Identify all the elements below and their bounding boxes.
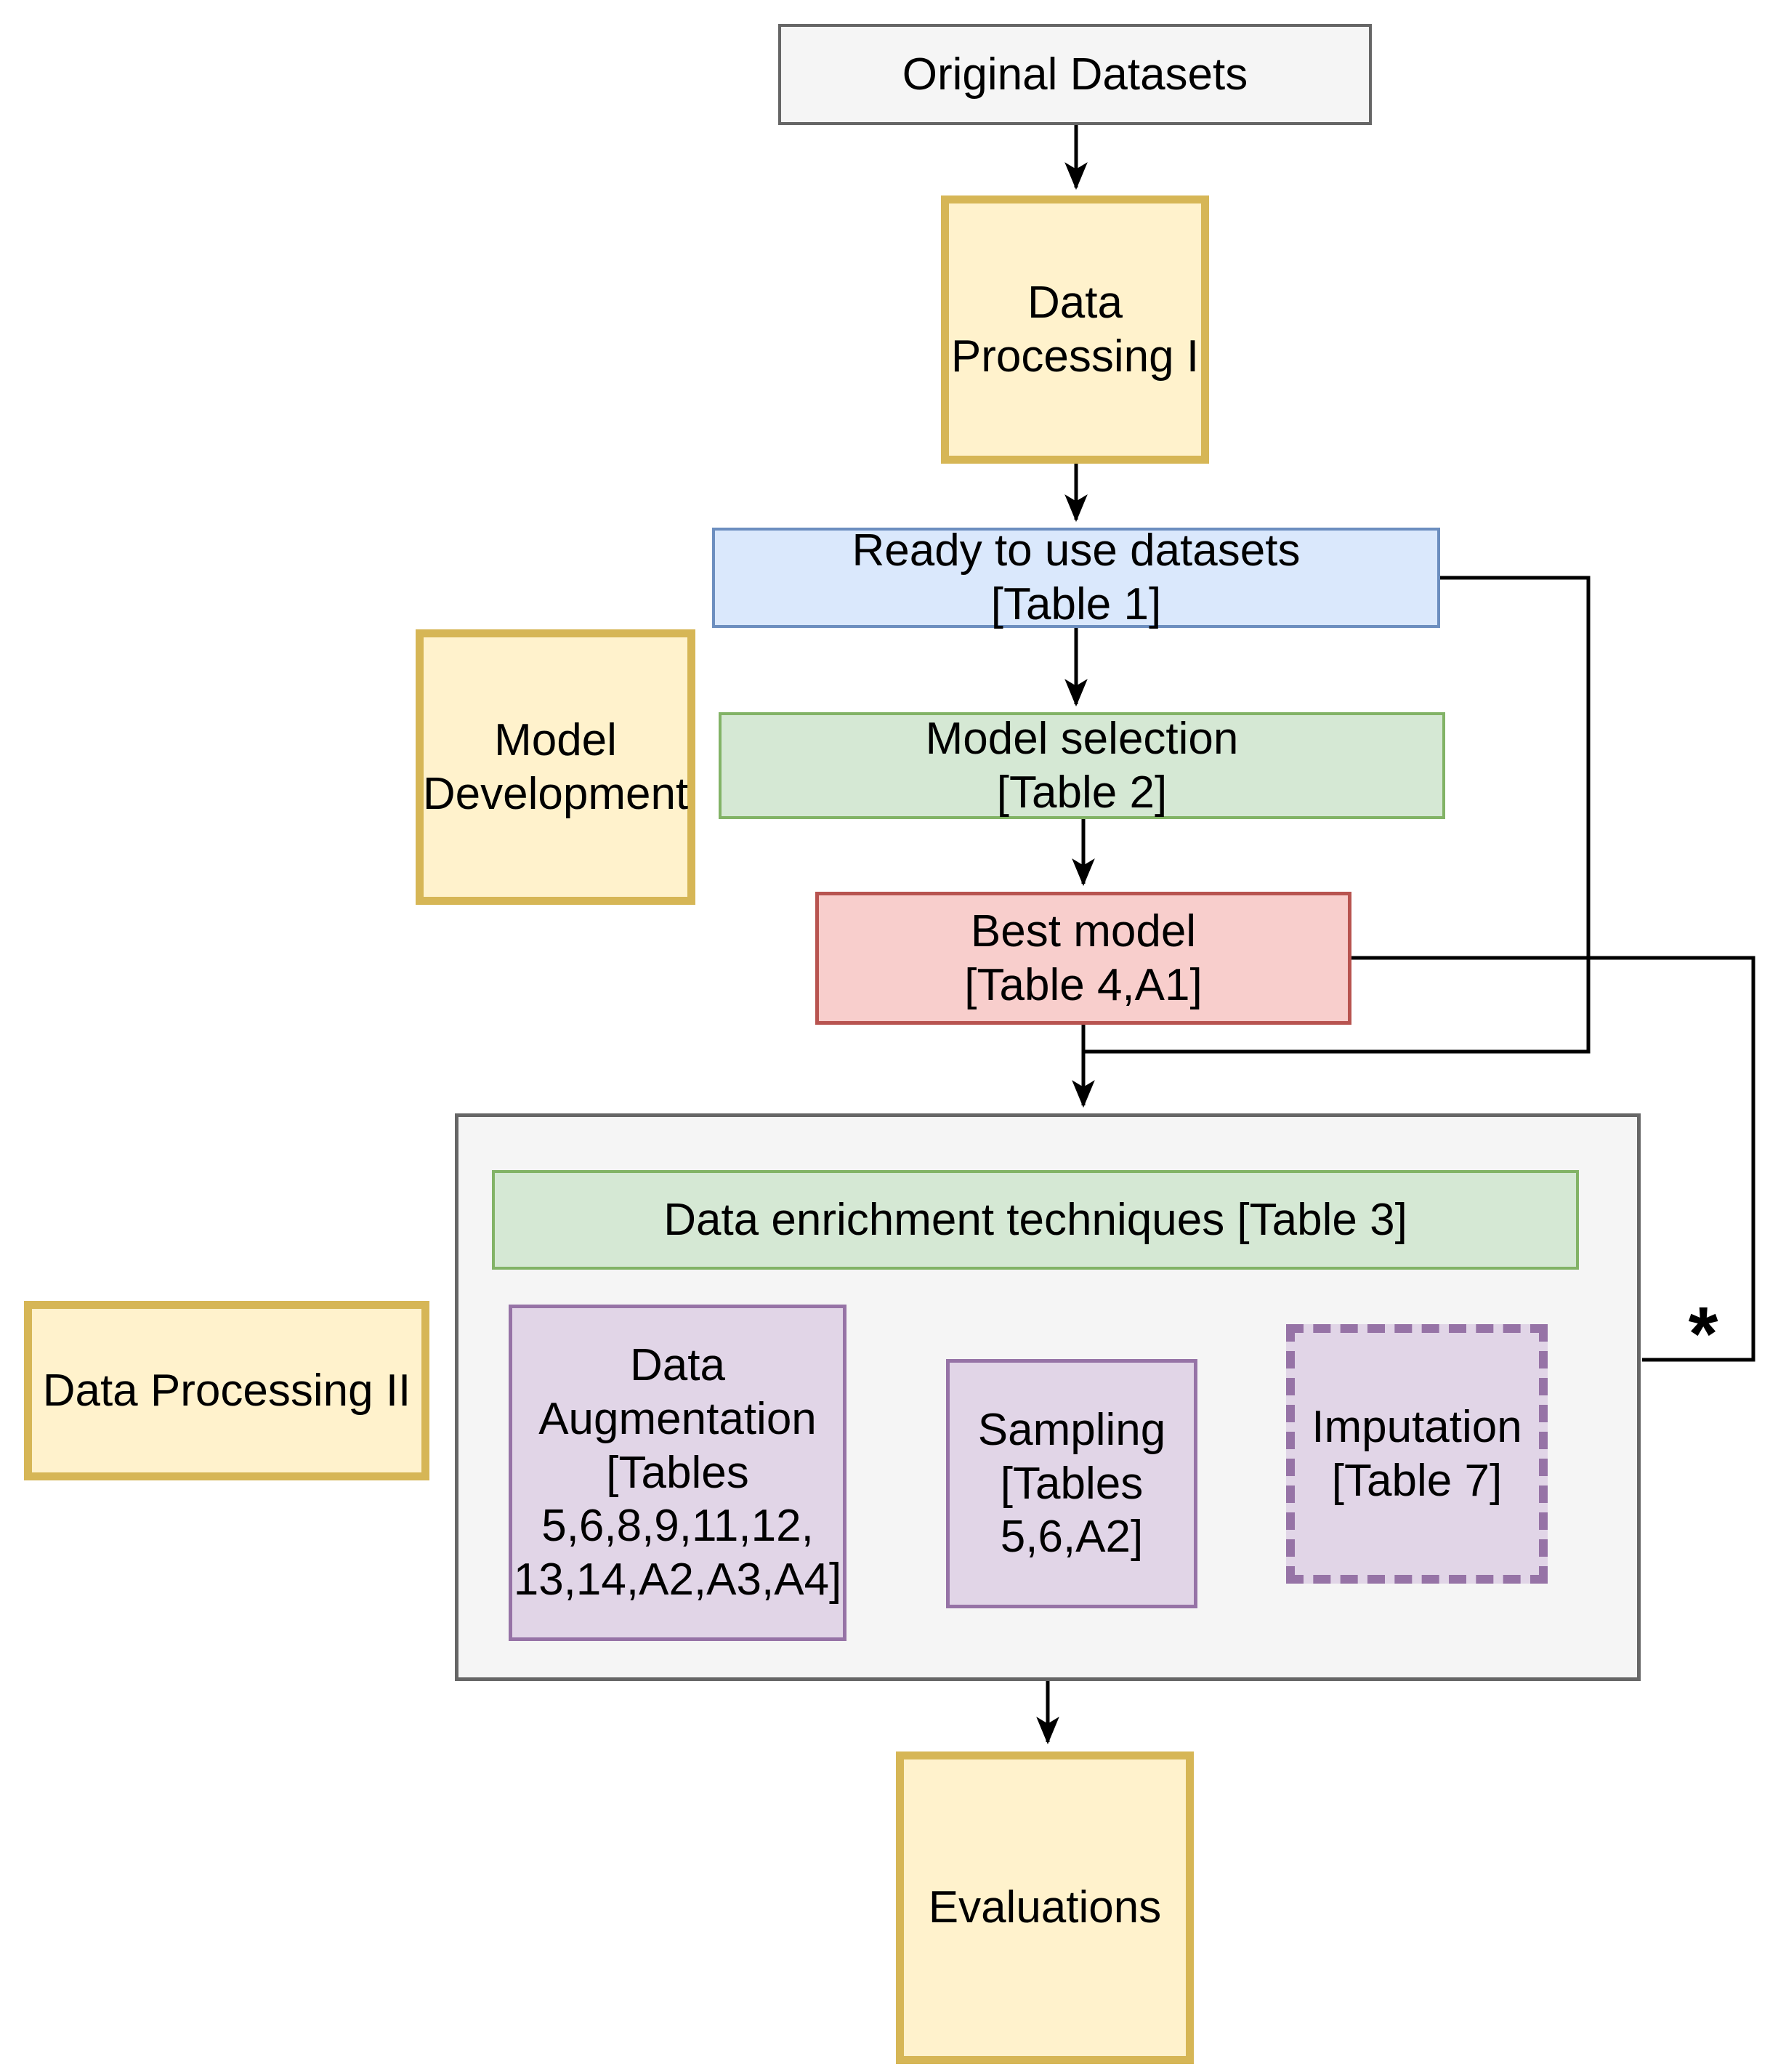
node-best-model: Best model [Table 4,A1] (815, 892, 1351, 1025)
node-data-processing-1: Data Processing I (941, 195, 1209, 464)
node-data-processing-2-label: Data Processing II (42, 1365, 411, 1416)
footnote-asterisk: * (1688, 1291, 1718, 1376)
node-data-augmentation: Data Augmentation [Tables 5,6,8,9,11,12,… (509, 1305, 846, 1641)
node-model-selection: Model selection [Table 2] (719, 712, 1445, 819)
node-model-development-label: Model Development (422, 714, 689, 819)
node-imputation: Imputation [Table 7] (1286, 1324, 1548, 1584)
node-best-model-label: Best model [Table 4,A1] (964, 906, 1203, 1010)
node-model-development: Model Development (416, 629, 695, 905)
node-data-processing-2: Data Processing II (24, 1301, 429, 1480)
node-evaluations: Evaluations (896, 1751, 1194, 2064)
node-imputation-label: Imputation [Table 7] (1312, 1401, 1522, 1506)
node-sampling: Sampling [Tables 5,6,A2] (946, 1359, 1197, 1608)
node-model-selection-label: Model selection [Table 2] (925, 713, 1239, 818)
node-data-augmentation-label: Data Augmentation [Tables 5,6,8,9,11,12,… (513, 1340, 842, 1605)
node-original-datasets: Original Datasets (778, 24, 1372, 125)
node-original-datasets-label: Original Datasets (902, 49, 1248, 100)
node-data-enrichment-label: Data enrichment techniques [Table 3] (663, 1194, 1407, 1245)
node-ready-datasets: Ready to use datasets [Table 1] (712, 525, 1440, 629)
node-data-processing-1-label: Data Processing I (950, 277, 1200, 382)
node-data-enrichment: Data enrichment techniques [Table 3] (492, 1170, 1579, 1270)
node-evaluations-label: Evaluations (928, 1882, 1162, 1933)
node-sampling-label: Sampling [Tables 5,6,A2] (977, 1404, 1166, 1563)
node-ready-datasets-label: Ready to use datasets [Table 1] (852, 525, 1301, 629)
